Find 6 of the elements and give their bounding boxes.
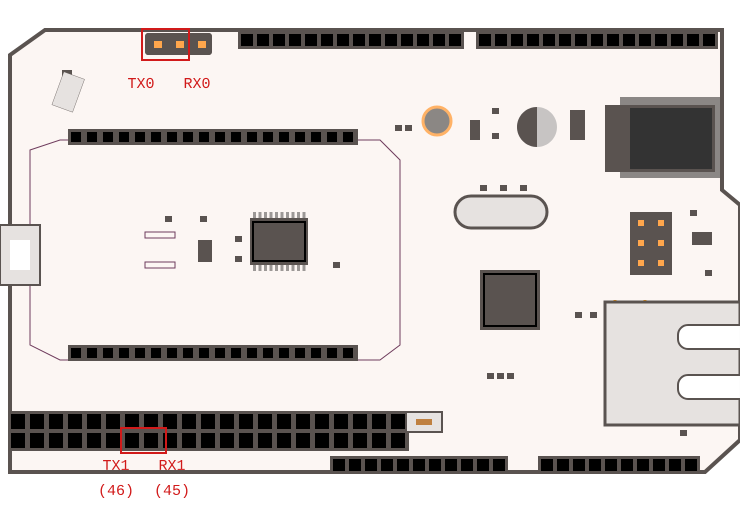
pin-label: TX1 [103,460,129,470]
pin-label: RX0 [184,78,210,88]
pin-label: RX1 [160,460,185,470]
pin-label: (45) [156,484,188,498]
pin-label: (46) [100,484,132,498]
pin-label: TX0 [128,78,154,88]
